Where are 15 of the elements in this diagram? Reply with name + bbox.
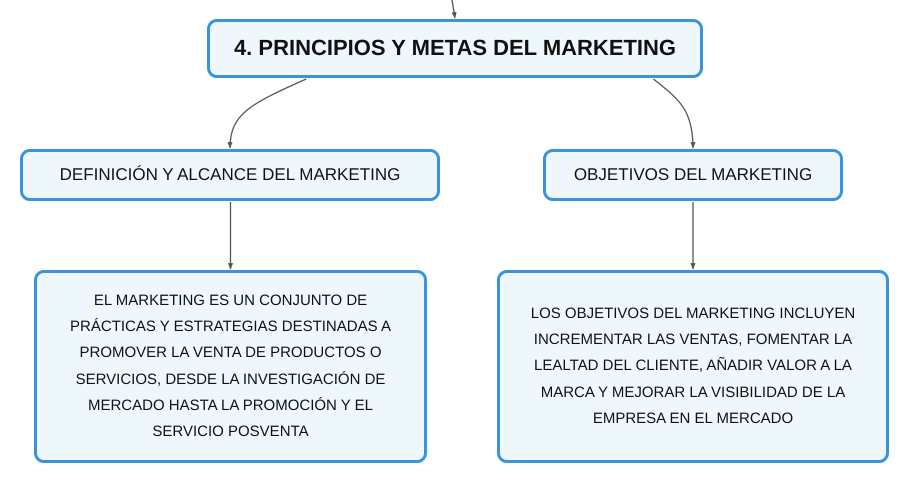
node-text: EL MARKETING ES UN CONJUNTO DE PRÁCTICAS Y ESTRATEGIAS DESTINADAS A PROMOVER LA VENTA DE PRODUCTOS O SERVICIOS, DESDE LA INVESTIGACIÓN DE MERCADO HASTA LA PROMOCIÓN Y EL SERVICIO POSVENTA	[69, 290, 392, 442]
arrow	[228, 78, 306, 149]
topic-box	[543, 149, 843, 201]
node-text: DEFINICIÓN Y ALCANCE DEL MARKETING	[60, 164, 400, 186]
node-text: LOS OBJETIVOS DEL MARKETING INCLUYEN INCREMENTAR LAS VENTAS, FOMENTAR LA LEALTAD DEL CLIENTE, AÑADIR VALOR A LA MARCA Y MEJORAR LA VISIBILIDAD DE LA EMPRESA EN EL MERCADO	[530, 304, 856, 429]
arrow	[653, 78, 696, 149]
title-text: 4. PRINCIPIOS Y METAS DEL MARKETING	[234, 35, 676, 62]
arrow	[228, 202, 234, 270]
arrow	[690, 202, 696, 270]
arrow	[451, 0, 457, 19]
node-text: OBJETIVOS DEL MARKETING	[574, 164, 812, 186]
description-box	[34, 270, 427, 463]
title-box	[207, 19, 703, 78]
topic-box	[20, 149, 440, 201]
description-box	[497, 270, 889, 463]
